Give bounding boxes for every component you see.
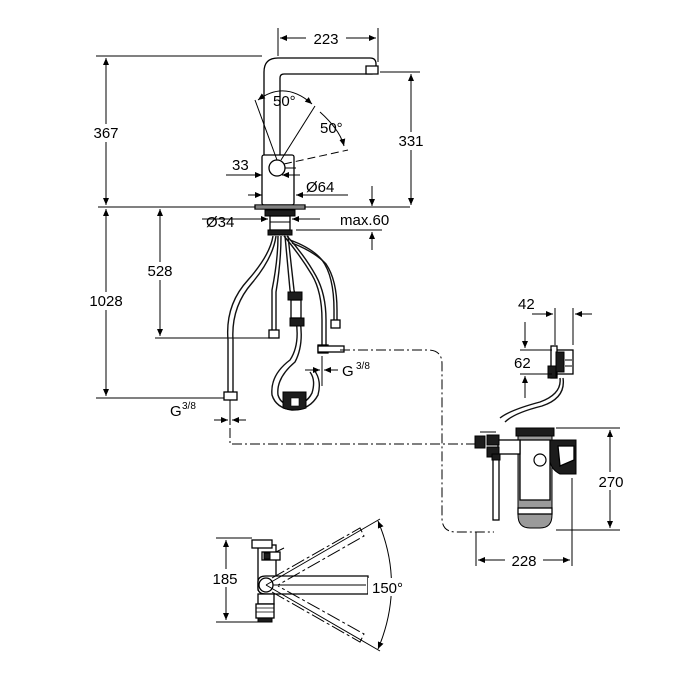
dim-diameter-64: Ø64 <box>248 179 348 198</box>
dim-max-60: max.60 <box>296 186 389 250</box>
label-270: 270 <box>598 474 623 491</box>
label-62: 62 <box>514 355 531 372</box>
label-367: 367 <box>93 125 118 142</box>
label-228: 228 <box>511 553 536 570</box>
label-528: 528 <box>147 263 172 280</box>
dim-total-height: 367 <box>86 55 262 205</box>
label-1028: 1028 <box>89 293 122 310</box>
label-thread-main: G <box>170 403 182 420</box>
dim-hose-528: 528 <box>140 209 276 339</box>
label-angle-2: 50° <box>320 120 343 137</box>
connection-lines <box>229 349 494 533</box>
label-angle-1: 50° <box>273 93 296 110</box>
filter-cap <box>515 427 555 437</box>
dim-swivel-height: 185 <box>204 537 258 623</box>
mount-shank <box>269 215 291 231</box>
dim-filter-head-height: 62 <box>514 322 552 398</box>
dim-spout-height: 331 <box>380 71 431 205</box>
swivel-rotation-ghost-lower <box>271 585 365 643</box>
label-diameter-64: Ø64 <box>306 179 334 196</box>
label-max-60: max.60 <box>340 212 389 229</box>
dim-hose-1028: 1028 <box>84 209 232 399</box>
mount-nut <box>264 209 296 217</box>
supply-hoses <box>223 235 345 411</box>
spout-nozzle <box>365 65 379 75</box>
filter-inlet-tube <box>492 457 500 521</box>
dim-thread-mid: G 3/8 <box>305 356 370 386</box>
swivel-top-view: 150° <box>251 518 410 652</box>
dim-offset-33: 33 <box>226 157 300 178</box>
faucet-body <box>254 57 379 236</box>
lever-knob <box>268 159 286 177</box>
label-42: 42 <box>518 296 535 313</box>
dim-filter-height: 270 <box>556 427 630 531</box>
label-33: 33 <box>232 157 249 174</box>
dim-filter-width: 228 <box>475 478 573 570</box>
lever-angle-indicators <box>254 90 349 165</box>
label-thread-mid-fraction: 3/8 <box>356 361 370 372</box>
label-223: 223 <box>313 31 338 48</box>
hose-end-left <box>223 391 238 401</box>
filter-head-unit <box>499 345 574 423</box>
dim-spout-reach: 223 <box>277 28 379 62</box>
label-diameter-34: Ø34 <box>206 214 234 231</box>
dim-thread-main: G 3/8 <box>170 400 246 425</box>
label-thread-main-fraction: 3/8 <box>182 401 196 412</box>
filter-unit <box>474 427 577 529</box>
dim-filter-head-width: 42 <box>518 296 592 345</box>
label-thread-mid: G <box>342 363 354 380</box>
mount-washer <box>267 229 293 236</box>
dim-diameter-34: Ø34 <box>202 214 320 231</box>
label-150-degrees: 150° <box>372 580 403 597</box>
label-331: 331 <box>398 133 423 150</box>
swivel-rotation-ghost-upper <box>271 527 365 586</box>
label-185: 185 <box>212 571 237 588</box>
quick-connector <box>287 291 303 301</box>
